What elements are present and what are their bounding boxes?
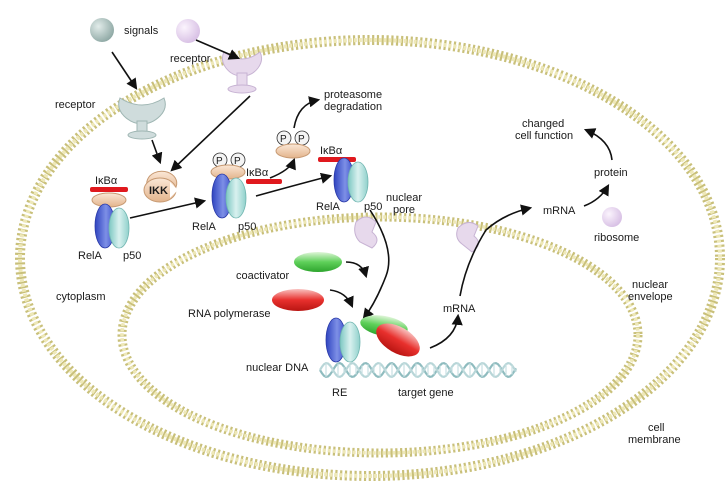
receptor-top-label: receptor [170,53,211,65]
ikba-bar-3 [318,157,356,162]
mrna-cytoplasm-label: mRNA [543,205,576,217]
arrow-top-receptor-to-ikk [170,95,251,172]
ikba-label-2: IκBα [246,167,269,179]
released-ikba [275,130,311,159]
rna-polymerase-protein [272,289,324,311]
polymerase-bound [376,323,420,357]
signal-molecule-purple [176,19,200,43]
nuclear-dna-label: nuclear DNA [246,362,309,374]
ribosome [602,207,622,227]
coactivator-protein [294,252,342,272]
cell-membrane [15,35,725,481]
receptor-left [118,97,166,140]
nuclear-pore-left [354,216,378,249]
phosphate-label-3: P [280,134,287,145]
ikk-complex [143,170,178,203]
nfkb-complex-phosphorylated [210,152,247,219]
arrow-transcription [429,313,463,349]
rela-label-2: RelA [192,221,217,233]
phosphate-label-1: P [216,156,223,167]
p50-subunit-2 [225,177,247,219]
nuclear-pore-label-1: nuclear [386,192,422,204]
arrow-nfkb-release [255,172,333,197]
arrow-mrna-export [459,204,533,297]
ikba-bar-2 [246,179,282,184]
dna-base-pairs [325,363,513,377]
rela-label-3: RelA [316,201,341,213]
nfkb-free [333,157,369,203]
p50-subunit-3 [347,161,369,203]
target-gene-label: target gene [398,387,454,399]
coactivator-label: coactivator [236,270,290,282]
re-label: RE [332,387,347,399]
degradation-label: degradation [324,101,382,113]
arrow-signal-to-left-receptor [111,51,138,90]
arrow-nuclear-translocation [362,209,390,320]
nuclear-envelope [117,212,643,458]
phosphate-label-2: P [234,156,241,167]
proteasome-label: proteasome [324,89,382,101]
arrow-to-ikba-release [269,157,296,179]
cell-membrane-label-1: cell [648,422,665,434]
rela-label-1: RelA [78,250,103,262]
ikk-label: IKK [149,185,168,197]
protein-label: protein [594,167,628,179]
signal-molecule-grey [90,18,114,42]
cell-function-label: cell function [515,130,573,142]
nuclear-pore-label-2: pore [393,204,415,216]
p50-label-1: p50 [123,250,141,262]
arrow-left-receptor-to-ikk [151,139,163,165]
arrow-polymerase-recruit [329,289,354,309]
nuclear-envelope-label-2: envelope [628,291,673,303]
p50-label-3: p50 [364,201,382,213]
ikba-label-1: IκBα [95,175,118,187]
nuclear-envelope-label-1: nuclear [632,279,668,291]
arrow-ikk-phosphorylation [129,197,207,219]
p50-bound [339,321,361,363]
signals-label: signals [124,25,159,37]
arrow-protein-function [583,128,613,161]
dna-double-helix [319,361,517,379]
arrow-coactivator-recruit [345,261,369,279]
ikba-bar-1 [90,187,128,192]
dna-strand-1 [319,361,517,379]
arrow-to-proteasome [293,96,321,129]
arrow-signal-to-top-receptor [195,39,241,60]
cytoplasm-label: cytoplasm [56,291,106,303]
changed-label: changed [522,118,564,130]
rna-polymerase-label: RNA polymerase [188,308,271,320]
nfkb-complex-inactive: IκBα [90,175,130,249]
phosphate-label-4: P [298,134,305,145]
p50-subunit-1 [108,207,130,249]
ikba-label-3: IκBα [320,145,343,157]
p50-label-2: p50 [238,221,256,233]
transcription-complex [325,315,420,363]
ribosome-label: ribosome [594,232,639,244]
cell-membrane-label-2: membrane [628,434,681,446]
receptor-left-label: receptor [55,99,96,111]
dna-strand-2 [319,361,517,379]
mrna-nucleus-label: mRNA [443,303,476,315]
arrow-translation [583,184,610,207]
